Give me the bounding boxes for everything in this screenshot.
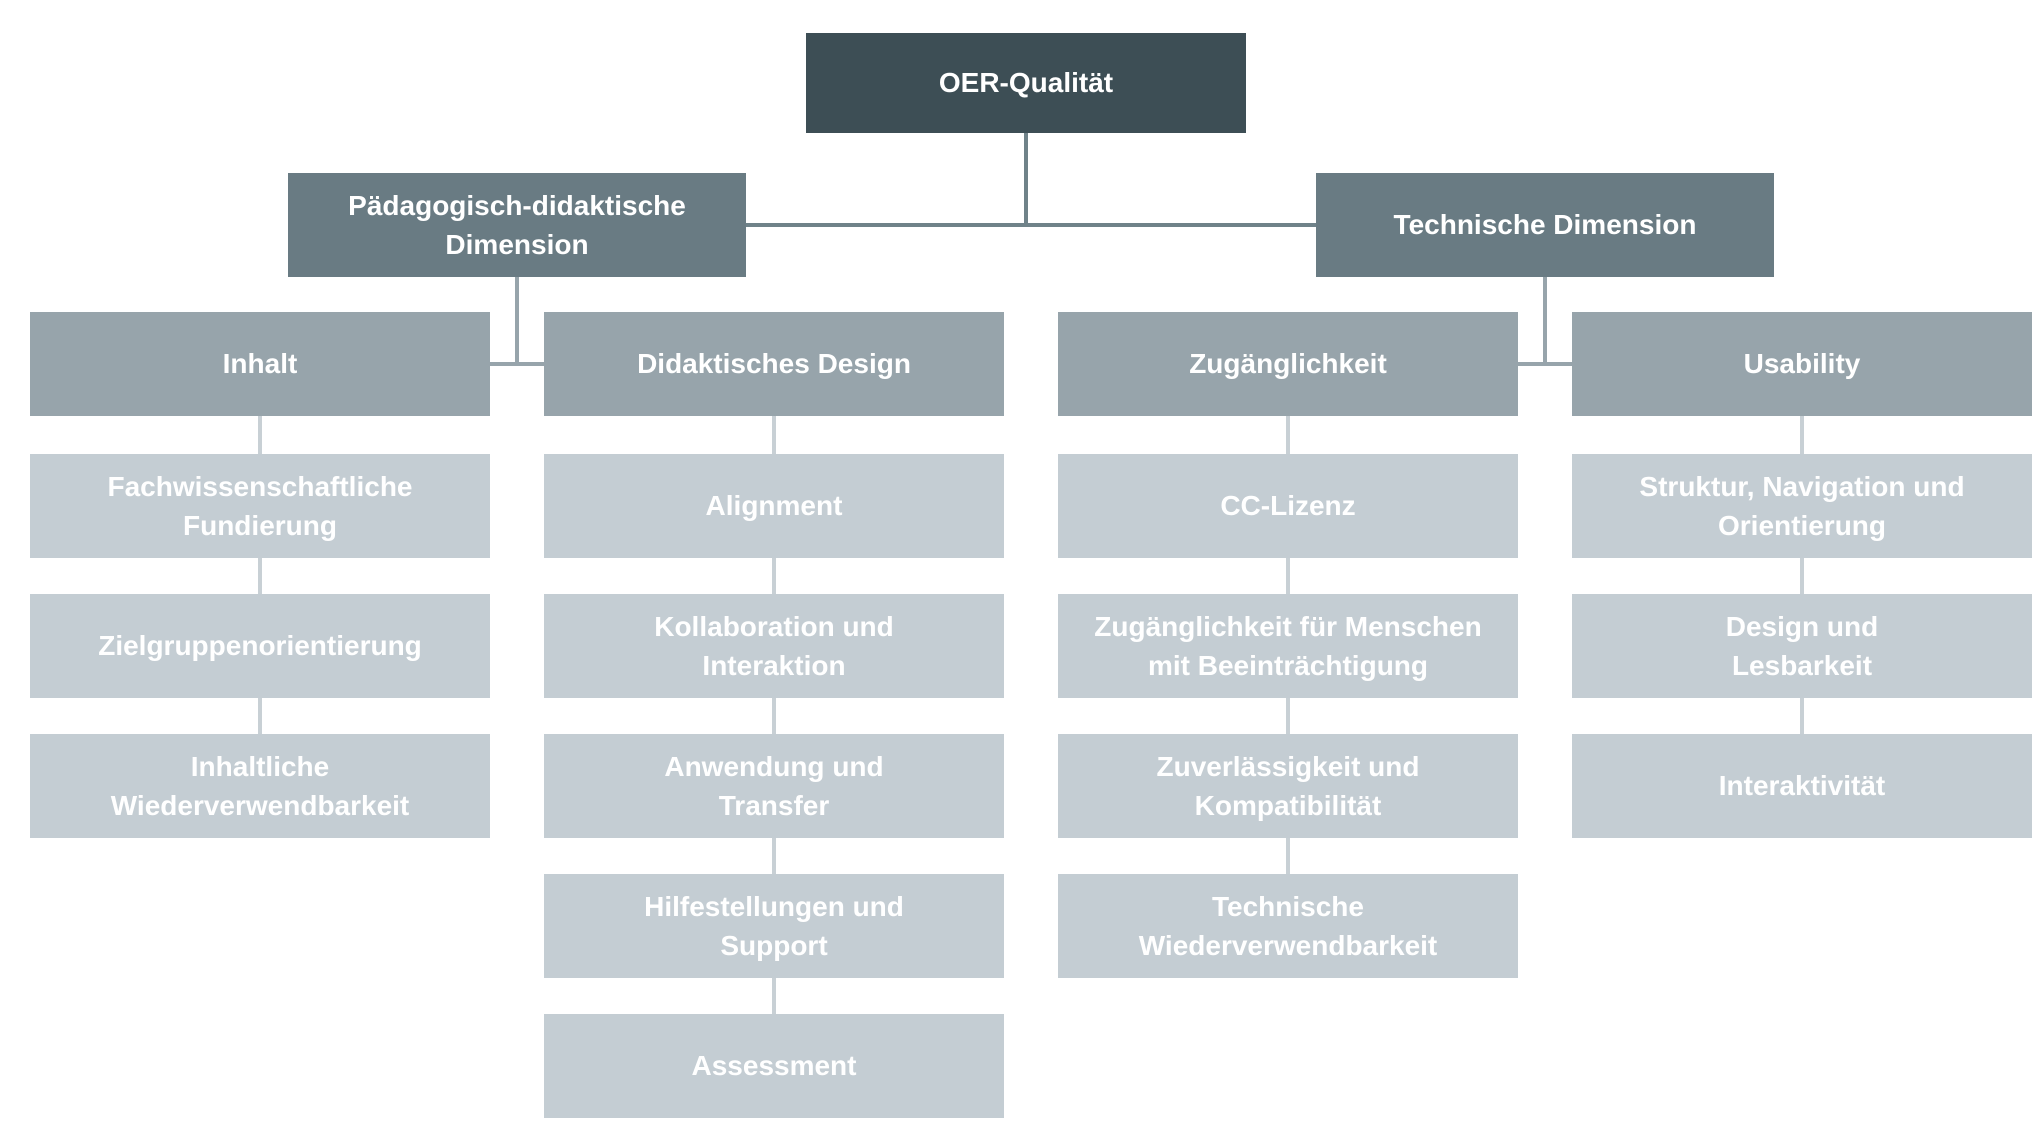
item-zugaenglichkeit-fuer-menschen: Zugänglichkeit für Menschen mit Beeinträ… [1058,594,1518,698]
item-struktur-navigation-orientierung: Struktur, Navigation und Orientierung [1572,454,2032,558]
item-inhaltliche-wiederverwendbarkeit: Inhaltliche Wiederverwendbarkeit [30,734,490,838]
category-usability: Usability [1572,312,2032,416]
connector-col3-gap1 [1286,414,1290,456]
item-kollaboration-und-interaktion: Kollaboration und Interaktion [544,594,1004,698]
category-zugaenglichkeit: Zugänglichkeit [1058,312,1518,416]
connector-col3-gap2 [1286,556,1290,596]
item-interaktivitaet: Interaktivität [1572,734,2032,838]
connector-col3-gap4 [1286,836,1290,876]
connector-paedagogisch-vertical [515,276,519,366]
root-node-oer-qualitaet: OER-Qualität [806,33,1246,133]
connector-col4-gap3 [1800,696,1804,736]
item-anwendung-und-transfer: Anwendung und Transfer [544,734,1004,838]
connector-col2-gap2 [772,556,776,596]
connector-inhalt-didaktisch-bridge [490,362,546,366]
item-alignment: Alignment [544,454,1004,558]
connector-col1-gap2 [258,556,262,596]
connector-col4-gap1 [1800,414,1804,456]
connector-dimensions-bridge [746,223,1316,227]
item-fachwissenschaftliche-fundierung: Fachwissenschaftliche Fundierung [30,454,490,558]
connector-col3-gap3 [1286,696,1290,736]
connector-zugaenglichkeit-usability-bridge [1516,362,1574,366]
item-design-und-lesbarkeit: Design und Lesbarkeit [1572,594,2032,698]
connector-col1-gap3 [258,696,262,736]
connector-col2-gap5 [772,976,776,1016]
category-didaktisches-design: Didaktisches Design [544,312,1004,416]
connector-col1-gap1 [258,414,262,456]
connector-root-vertical [1024,132,1028,225]
item-zuverlaessigkeit-und-kompatibilitaet: Zuverlässigkeit und Kompatibilität [1058,734,1518,838]
item-technische-wiederverwendbarkeit: Technische Wiederverwendbarkeit [1058,874,1518,978]
item-cc-lizenz: CC-Lizenz [1058,454,1518,558]
item-hilfestellungen-und-support: Hilfestellungen und Support [544,874,1004,978]
dimension-technisch: Technische Dimension [1316,173,1774,277]
connector-col4-gap2 [1800,556,1804,596]
connector-technisch-vertical [1543,276,1547,366]
connector-col2-gap4 [772,836,776,876]
item-zielgruppenorientierung: Zielgruppenorientierung [30,594,490,698]
connector-col2-gap3 [772,696,776,736]
dimension-paedagogisch-didaktisch: Pädagogisch-didaktische Dimension [288,173,746,277]
connector-col2-gap1 [772,414,776,456]
item-assessment: Assessment [544,1014,1004,1118]
category-inhalt: Inhalt [30,312,490,416]
